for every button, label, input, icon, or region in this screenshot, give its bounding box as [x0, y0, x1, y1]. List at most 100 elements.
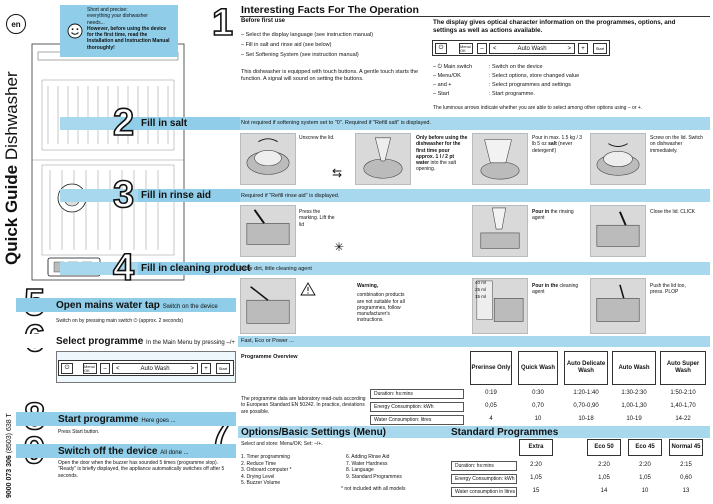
section3-title: Fill in rinse aid — [141, 190, 212, 201]
salt-text-1: Unscrew the lid. — [299, 135, 335, 141]
std-en-4: 0,60 — [680, 475, 692, 481]
ml-15: 15 ml — [475, 293, 487, 299]
rinse-pour-image — [472, 205, 528, 257]
ov-en-5: 1,40-1,70 — [670, 403, 696, 409]
std-dur-4: 2:15 — [680, 462, 692, 468]
minus-button-2[interactable]: – — [100, 363, 110, 374]
std-dur-1: 2:20 — [530, 462, 542, 468]
std-col-3: Eco 45 — [628, 439, 662, 456]
arrow-left-icon-2: < — [116, 365, 120, 372]
rinse-text-2-bold: Pour in — [532, 209, 550, 215]
options-footnote: * not included with all models — [341, 486, 406, 492]
ov-dur-1: 0:19 — [485, 390, 497, 396]
detergent-text-3: Push the lid too, press. PLOP — [650, 283, 686, 296]
start-label-2: Start — [218, 366, 228, 371]
std-col-1: Extra — [519, 439, 553, 456]
ov-dur-4: 1:30-2:30 — [621, 390, 647, 396]
rinse-press-image — [240, 205, 296, 257]
title-light: Dishwasher — [2, 71, 21, 165]
ml-25: 25 ml — [475, 286, 487, 292]
lang-badge: en — [6, 14, 26, 34]
rinse-text-1: Press the marking. Lift the lid — [299, 209, 335, 228]
menu-ok-label: Menu/ OK — [460, 43, 472, 53]
section9-sub: All done ... — [160, 450, 189, 456]
section7-title: Options/Basic Settings (Menu) — [241, 427, 387, 438]
overview-col-4: Auto Wash — [612, 351, 656, 385]
plus-label-2: + — [204, 365, 208, 372]
control-panel-top: ⏻ Menu/ OK – < Auto Wash > + Start — [432, 40, 610, 56]
intro-line3: needs... — [87, 19, 105, 26]
overview-row-water: Water Consumption: litres — [370, 415, 464, 425]
ov-dur-5: 1:50-2:10 — [670, 390, 696, 396]
section6-title-band — [16, 334, 236, 348]
minus-label: – — [480, 45, 484, 52]
minus-label-2: – — [103, 365, 107, 372]
button-legend: – ⏻ Main switch: Switch on the device – … — [433, 64, 683, 111]
section5-note: Switch on by pressing main switch ⏻ (app… — [56, 318, 184, 324]
std-col-2: Eco 50 — [587, 439, 621, 456]
programme-name-2: Auto Wash — [140, 365, 170, 372]
section8-title: Start programme — [58, 414, 139, 425]
ov-en-2: 0,70 — [532, 403, 544, 409]
ov-dur-2: 0:30 — [532, 390, 544, 396]
legend-val-2: : Select options, store changed value — [489, 73, 580, 80]
overview-row-energy: Energy Consumption: kWh — [370, 402, 464, 412]
menu-ok-button-2[interactable]: Menu/ OK — [83, 363, 97, 374]
title-bold: Quick Guide — [2, 164, 21, 265]
section8-band — [16, 412, 236, 426]
sparkle-icon: ✳ — [334, 240, 345, 254]
salt-text-2-bold: Only before using the dishwasher for the… — [416, 135, 468, 166]
std-wa-2: 14 — [600, 488, 608, 494]
touch-info: This dishwasher is equipped with touch b… — [241, 69, 419, 83]
ov-en-1: 0,05 — [485, 403, 497, 409]
rinse-close-image — [590, 205, 646, 257]
minus-button[interactable]: – — [477, 43, 487, 54]
arrow-left-icon: < — [493, 45, 497, 52]
std-row-duration: Duration: hs:mins — [451, 461, 517, 471]
std-col-4: Normal 45 — [669, 439, 703, 456]
legend-val-3: : Select programmes and settings — [489, 82, 571, 89]
overview-row-duration: Duration: hs:mins — [370, 389, 464, 399]
intro-box: Short and precise: everything your dishw… — [60, 5, 178, 57]
section3-number: 3 — [112, 174, 135, 216]
section7-band — [238, 426, 710, 438]
salt-pour-image — [472, 133, 528, 185]
start-button-2[interactable]: Start — [216, 363, 230, 374]
smiley-icon — [67, 23, 83, 39]
option-6: 6. Adding Rinse Aid — [346, 454, 390, 460]
section9-band — [16, 444, 236, 458]
std-dur-3: 2:20 — [639, 462, 651, 468]
legend-key-3: – and + — [433, 82, 452, 89]
rinse-text-3: Close the lid. CLICK — [650, 209, 696, 215]
lang-label: en — [11, 19, 21, 29]
intro-bold: However, before using the device for the… — [87, 25, 170, 51]
programme-name: Auto Wash — [517, 45, 547, 52]
start-button[interactable]: Start — [593, 43, 607, 54]
part-number-bold: 9000 073 306 — [6, 455, 13, 498]
plus-button-2[interactable]: + — [201, 363, 211, 374]
before-first-use: Before first use — [241, 18, 286, 24]
section2-number: 2 — [112, 102, 135, 144]
plus-button[interactable]: + — [578, 43, 588, 54]
legend-val-4: : Start programme. — [489, 91, 535, 98]
menu-ok-button[interactable]: Menu/ OK — [459, 43, 473, 54]
programme-display-2: < Auto Wash > — [112, 363, 198, 374]
power-button-2[interactable]: ⏻ — [61, 363, 73, 374]
first-step-2: – Fill in salt and rinse aid (see below) — [241, 41, 332, 48]
luminous-info: The luminous arrows indicate whether you… — [433, 104, 643, 111]
section3-band-text: Required if "Refill rinse aid" is displa… — [241, 193, 340, 199]
rinse-text-2: the rinsing agent — [532, 209, 574, 222]
section4-title: Fill in cleaning product — [141, 263, 251, 274]
power-button[interactable]: ⏻ — [435, 43, 447, 54]
salt-water-image — [355, 133, 411, 185]
legend-key-1: – ⏻ Main switch — [433, 64, 473, 70]
menu-ok-label-2: Menu/ OK — [84, 363, 96, 373]
detergent-close-image — [590, 278, 646, 334]
overview-col-3: Auto Delicate Wash — [564, 351, 608, 385]
section6-sub: In the Main Menu by pressing –/+ — [146, 340, 235, 346]
overview-col-5: Auto Super Wash — [660, 351, 706, 385]
option-5: 5. Buzzer Volume — [241, 480, 281, 486]
detergent-warning-bold: Warning, — [357, 283, 379, 289]
std-wa-4: 13 — [682, 488, 690, 494]
section8-sub: Here goes ... — [141, 418, 176, 424]
